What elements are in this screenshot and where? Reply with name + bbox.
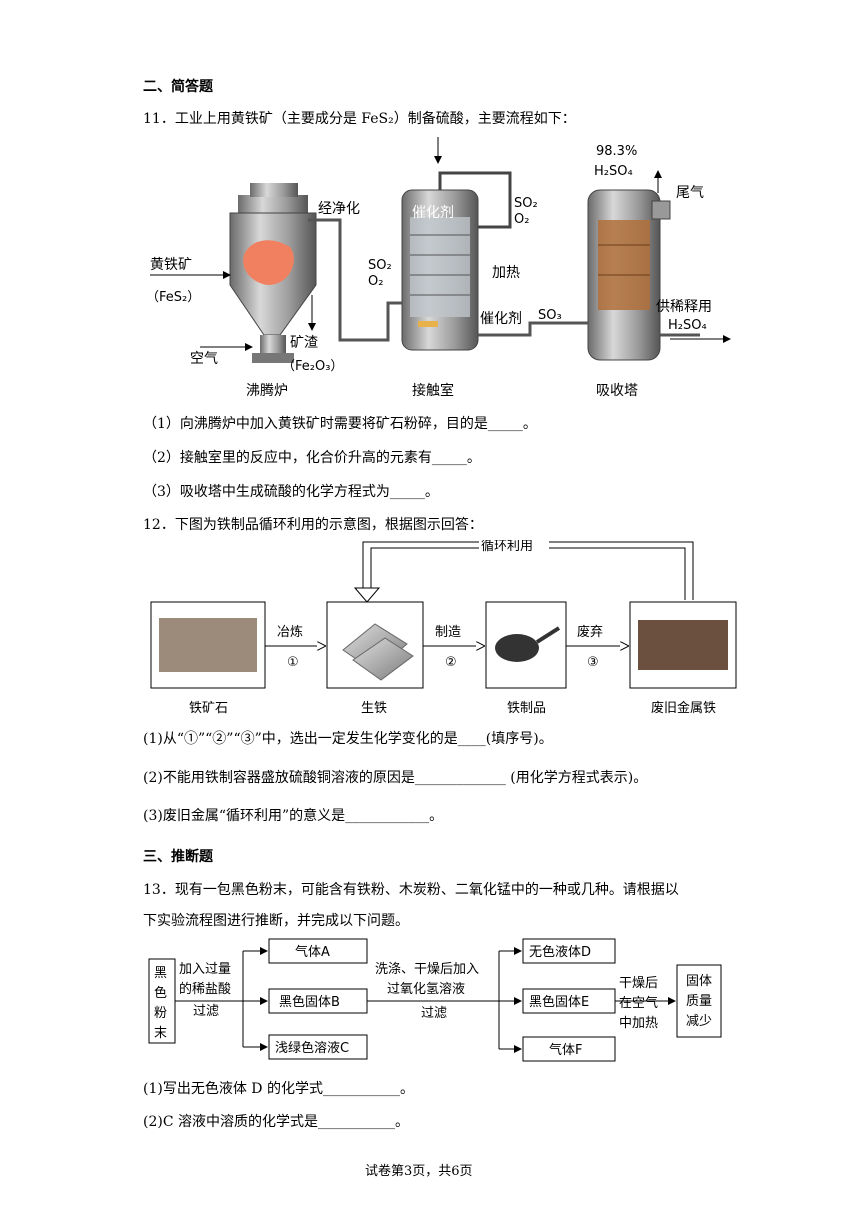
label-so2-top: SO₂ bbox=[514, 196, 538, 211]
question-12-part-3: (3)废旧金属“循环利用”的意义是____________。 bbox=[143, 808, 444, 824]
label-step-a-3: 过滤 bbox=[193, 1004, 219, 1019]
label-scrap-iron: 废旧金属铁 bbox=[651, 700, 716, 716]
label-iron-ore: 铁矿石 bbox=[189, 701, 228, 716]
label-pig-iron: 生铁 bbox=[361, 701, 387, 716]
question-13-part-1: (1)写出无色液体 D 的化学式___________。 bbox=[143, 1081, 414, 1097]
question-13-stem-line-1: 13．现有一包黑色粉末，可能含有铁粉、木炭粉、二氧化锰中的一种或几种。请根据以 bbox=[143, 882, 679, 898]
label-step-b-1: 洗涤、干燥后加入 bbox=[375, 962, 479, 977]
boiling-furnace-drawing bbox=[229, 183, 317, 363]
box-result-1: 固体 bbox=[686, 974, 712, 989]
question-11-stem: 11．工业上用黄铁矿（主要成分是 FeS₂）制备硫酸，主要流程如下： bbox=[143, 111, 576, 127]
label-slag: 矿渣 bbox=[290, 335, 318, 351]
label-step-c-1: 干燥后 bbox=[619, 976, 658, 991]
label-so2-entry: SO₂ bbox=[368, 258, 392, 273]
label-heat: 加热 bbox=[492, 265, 520, 281]
label-pyrite: 黄铁矿 bbox=[150, 256, 192, 273]
box-gas-a: 气体A bbox=[295, 944, 330, 960]
label-black-powder-1: 黑 bbox=[154, 966, 167, 981]
label-slag-formula: （Fe₂O₃） bbox=[282, 359, 343, 374]
label-smelt: 冶炼 bbox=[277, 625, 303, 640]
label-absorption-tower: 吸收塔 bbox=[596, 383, 638, 399]
question-13-part-2: (2)C 溶液中溶质的化学式是___________。 bbox=[143, 1114, 409, 1130]
box-gas-f: 气体F bbox=[549, 1042, 582, 1058]
label-step-b-2: 过氧化氢溶液 bbox=[387, 982, 465, 997]
box-black-solid-e: 黑色固体E bbox=[529, 994, 589, 1010]
question-13-stem-line-2: 下实验流程图进行推断，并完成以下问题。 bbox=[143, 913, 409, 929]
label-black-powder-2: 色 bbox=[154, 985, 167, 1001]
label-tail-gas: 尾气 bbox=[676, 185, 704, 201]
label-step-a-2: 的稀盐酸 bbox=[179, 981, 231, 997]
label-air: 空气 bbox=[190, 351, 218, 367]
label-acid-formula: H₂SO₄ bbox=[594, 164, 633, 179]
box-colorless-liquid-d: 无色液体D bbox=[529, 944, 591, 960]
box-result-3: 减少 bbox=[686, 1014, 712, 1029]
label-recycle: 循环利用 bbox=[481, 540, 533, 554]
label-supply-formula: H₂SO₄ bbox=[668, 318, 707, 333]
label-discard: 废弃 bbox=[577, 624, 603, 640]
label-step-c-2: 在空气 bbox=[619, 995, 658, 1011]
label-step-b-3: 过滤 bbox=[421, 1006, 447, 1021]
question-11-part-1: （1）向沸腾炉中加入黄铁矿时需要将矿石粉碎，目的是_____。 bbox=[143, 416, 537, 432]
contact-room-drawing bbox=[401, 171, 512, 351]
section-heading-inference: 三、推断题 bbox=[143, 849, 213, 865]
label-iron-product: 铁制品 bbox=[507, 701, 546, 716]
label-step-a-1: 加入过量 bbox=[179, 962, 231, 977]
question-12-stem: 12．下图为铁制品循环利用的示意图，根据图示回答： bbox=[143, 517, 483, 533]
question-11-part-2: （2）接触室里的反应中，化合价升高的元素有_____。 bbox=[143, 450, 481, 466]
label-supply-dilution: 供稀释用 bbox=[656, 299, 712, 315]
label-black-powder-3: 粉 bbox=[154, 1006, 167, 1021]
label-contact-room: 接触室 bbox=[412, 382, 454, 399]
label-step-2: ② bbox=[445, 655, 457, 670]
label-catalyst-bottom: 催化剂 bbox=[480, 311, 522, 327]
label-o2-entry: O₂ bbox=[368, 274, 383, 289]
iron-recycling-diagram: 循环利用 冶炼 ① 制造 ② 废弃 ③ 铁矿石 生铁 铁制品 废旧金属铁 bbox=[150, 540, 737, 716]
label-so3: SO₃ bbox=[538, 308, 562, 323]
box-result-2: 质量 bbox=[686, 994, 712, 1009]
sulfuric-acid-process-diagram: 黄铁矿 （FeS₂） 空气 经净化 SO₂ O₂ 矿渣 （Fe₂O₃） 沸腾炉 … bbox=[146, 137, 731, 399]
label-step-1: ① bbox=[287, 655, 299, 670]
label-boiling-furnace: 沸腾炉 bbox=[246, 382, 288, 399]
label-acid-concentration: 98.3% bbox=[596, 144, 637, 159]
box-light-green-solution-c: 浅绿色溶液C bbox=[275, 1040, 349, 1056]
label-purify: 经净化 bbox=[318, 201, 360, 217]
box-black-solid-b: 黑色固体B bbox=[279, 994, 340, 1010]
section-heading-short-answer: 二、简答题 bbox=[143, 79, 213, 95]
black-powder-flow-diagram: 黑 色 粉 末 加入过量 的稀盐酸 过滤 气体A 黑色固体B 浅绿色溶液C 洗涤… bbox=[148, 938, 722, 1062]
label-step-c-3: 中加热 bbox=[619, 1016, 658, 1031]
question-11-part-3: （3）吸收塔中生成硫酸的化学方程式为_____。 bbox=[143, 484, 439, 500]
absorption-tower-drawing bbox=[587, 189, 671, 361]
label-pyrite-formula: （FeS₂） bbox=[146, 290, 200, 305]
question-12-part-2: (2)不能用铁制容器盛放硫酸铜溶液的原因是_____________ (用化学方… bbox=[143, 770, 648, 786]
question-12-part-1: (1)从“①”“②”“③”中，选出一定发生化学变化的是____(填序号)。 bbox=[143, 731, 553, 747]
label-step-3: ③ bbox=[587, 655, 599, 670]
label-make: 制造 bbox=[435, 625, 461, 640]
label-black-powder-4: 末 bbox=[154, 1026, 167, 1041]
label-o2-top: O₂ bbox=[514, 212, 529, 227]
label-catalyst-top: 催化剂 bbox=[412, 205, 454, 221]
page-footer: 试卷第3页，共6页 bbox=[365, 1164, 473, 1179]
